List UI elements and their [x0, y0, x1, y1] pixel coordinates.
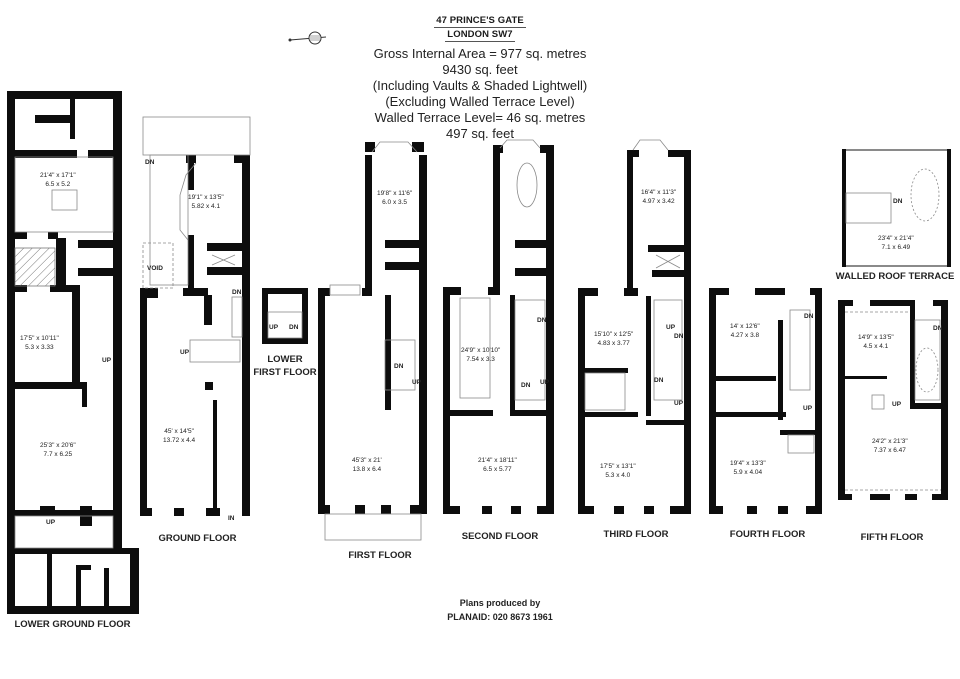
room-dimension: 21'4" x 17'1"6.5 x 5.2 [40, 172, 76, 188]
room-dimension: 25'3" x 20'6"7.7 x 6.25 [40, 442, 76, 458]
stair-down-tag: DN [232, 289, 242, 296]
room-dimension: 45'3" x 21'13.8 x 6.4 [352, 457, 382, 473]
credit-block: Plans produced by PLANAID: 020 8673 1961 [400, 596, 600, 624]
floor-label-lower-first: LOWER FIRST FLOOR [253, 354, 317, 378]
stair-up-tag: UP [892, 401, 902, 408]
stair-down-tag: DN [521, 382, 531, 389]
credit-line-1: Plans produced by [459, 598, 541, 608]
floor-label-first: FIRST FLOOR [348, 550, 412, 561]
stair-down-tag: DN [804, 313, 814, 320]
stair-down-tag: DN [654, 377, 664, 384]
terrace-area-metric: Walled Terrace Level= 46 sq. metres [374, 110, 586, 125]
ground-floor-plan [140, 155, 250, 516]
stair-up-tag: UP [674, 400, 684, 407]
room-dimension: 19'1" x 13'5"5.82 x 4.1 [188, 194, 224, 210]
stair-up-tag: UP [803, 405, 813, 412]
gross-area-metric: Gross Internal Area = 977 sq. metres [373, 46, 587, 61]
room-dimension: 23'4" x 21'4"7.1 x 6.49 [878, 235, 914, 251]
address-line-1: 47 PRINCE'S GATE [434, 15, 526, 28]
stair-up-tag: UP [269, 324, 279, 331]
fourth-floor-plan [709, 288, 822, 514]
room-dimension: 15'10" x 12'5"4.83 x 3.77 [594, 331, 634, 347]
room-dimension: 24'9" x 10'10"7.54 x 3.3 [461, 347, 501, 363]
roof-terrace-plan [842, 149, 951, 267]
room-dimension: 16'4" x 11'3"4.97 x 3.42 [641, 189, 677, 205]
third-floor-plan [578, 150, 691, 514]
stair-down-tag: DN [394, 363, 404, 370]
floor-label-third: THIRD FLOOR [603, 529, 669, 540]
area-summary: Gross Internal Area = 977 sq. metres 943… [330, 46, 630, 142]
first-floor-plan [318, 142, 427, 514]
stair-down-tag: DN [145, 159, 155, 166]
stair-down-tag: DN [893, 198, 903, 205]
floor-label-fourth: FOURTH FLOOR [729, 529, 806, 540]
stair-up-tag: UP [666, 324, 676, 331]
stair-up-tag: UP [180, 349, 190, 356]
stair-down-tag: DN [674, 333, 684, 340]
stair-up-tag: UP [540, 379, 550, 386]
room-dimension: 14'9" x 13'5"4.5 x 4.1 [858, 334, 894, 350]
stair-up-tag: UP [412, 379, 422, 386]
stair-up-tag: UP [102, 357, 112, 364]
room-dimension: 24'2" x 21'3"7.37 x 6.47 [872, 438, 908, 454]
room-dimension: 19'8" x 11'6"6.0 x 3.5 [377, 190, 413, 206]
entrance-in-tag: IN [228, 515, 235, 522]
stair-up-tag: UP [46, 519, 56, 526]
room-dimension: 19'4" x 13'3"5.9 x 4.04 [730, 460, 766, 476]
stair-down-tag: DN [537, 317, 547, 324]
floor-label-lower-ground: LOWER GROUND FLOOR [14, 619, 131, 630]
floor-label-second: SECOND FLOOR [461, 531, 539, 542]
north-compass-icon [288, 31, 327, 45]
room-dimension: 17'5" x 10'11"5.3 x 3.33 [20, 335, 59, 351]
lower-first-floor-plan [262, 288, 308, 344]
credit-line-2: PLANAID: 020 8673 1961 [447, 612, 553, 622]
area-exclusion-note: (Excluding Walled Terrace Level) [385, 94, 575, 109]
title-block: 47 PRINCE'S GATE LONDON SW7 [330, 14, 630, 42]
floor-label-ground: GROUND FLOOR [158, 533, 237, 544]
stair-down-tag: DN [289, 324, 299, 331]
floor-label-roof-terrace: WALLED ROOF TERRACE [835, 271, 955, 282]
room-dimension: 21'4" x 18'11"6.5 x 5.77 [478, 457, 517, 473]
gross-area-feet: 9430 sq. feet [442, 62, 518, 77]
room-dimension: 17'5" x 13'1"5.3 x 4.0 [600, 463, 636, 479]
terrace-area-feet: 497 sq. feet [446, 126, 514, 141]
void-tag: VOID [147, 265, 163, 272]
area-inclusion-note: (Including Vaults & Shaded Lightwell) [372, 78, 588, 93]
fifth-floor-plan [838, 300, 948, 500]
room-dimension: 14' x 12'6"4.27 x 3.8 [730, 323, 760, 339]
lower-ground-floor-plan [7, 91, 139, 614]
address-line-2: LONDON SW7 [445, 29, 515, 42]
second-floor-plan [443, 145, 554, 514]
room-dimension: 45' x 14'5"13.72 x 4.4 [163, 428, 196, 444]
floor-label-fifth: FIFTH FLOOR [860, 532, 924, 543]
stair-down-tag: DN [933, 325, 943, 332]
